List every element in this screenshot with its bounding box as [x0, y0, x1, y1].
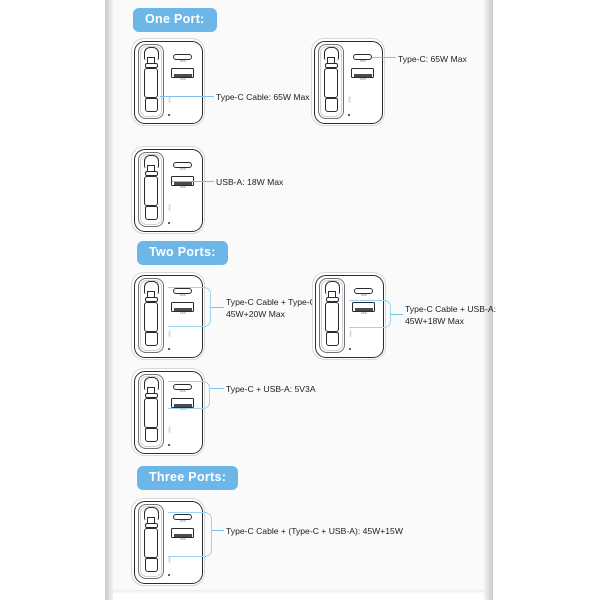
cable-shaft-icon: [144, 398, 158, 428]
side-print-label: 45W: [167, 330, 172, 337]
cable-tip-icon: [144, 206, 158, 220]
usb-a-port-label: 18W: [180, 186, 186, 189]
leader-line: [212, 530, 224, 531]
cable-shaft-icon: [324, 68, 338, 98]
side-print-label: 45W: [167, 204, 172, 211]
side-print-label: 45W: [167, 426, 172, 433]
panel-bottom-edge: [113, 590, 484, 594]
cable-tip-icon: [325, 332, 339, 346]
cable-loop-icon: [143, 47, 159, 60]
charger-illustration: 65W 18W 45W: [131, 368, 205, 456]
cable-loop-icon: [143, 281, 159, 294]
callout-bracket: [168, 287, 211, 327]
cable-loop-icon: [143, 155, 159, 168]
callout-one-port-cable: Type-C Cable: 65W Max: [216, 92, 310, 102]
charger-illustration: 65W 18W 45W: [131, 272, 205, 360]
led-indicator-icon: [168, 348, 170, 350]
type-c-port-label: 65W: [361, 294, 367, 297]
charger-illustration: 65W 18W 45W: [131, 146, 205, 234]
callout-one-port-usba: USB-A: 18W Max: [216, 177, 284, 187]
cable-shaft-icon: [144, 68, 158, 98]
section-title-one-port: One Port:: [133, 8, 217, 32]
charger-illustration: 65W 18W 45W: [312, 272, 386, 360]
cable-loop-icon: [143, 377, 159, 390]
panel-left-edge: [105, 0, 113, 600]
callout-two-ports-typec-usba: Type-C + USB-A: 5V3A: [226, 384, 316, 394]
cable-head-icon: [144, 63, 158, 68]
led-indicator-icon: [168, 222, 170, 224]
cable-shaft-icon: [144, 302, 158, 332]
callout-three-ports-all: Type-C Cable + (Type-C + USB-A): 45W+15W: [226, 526, 403, 536]
leader-line: [372, 57, 396, 58]
callout-two-ports-cable-typec: Type-C Cable + Type-C: 45W+20W Max: [226, 297, 319, 320]
side-print-label: 45W: [347, 96, 352, 103]
led-indicator-icon: [348, 114, 350, 116]
type-c-port-label: 65W: [180, 294, 186, 297]
cable-head-icon: [144, 297, 158, 302]
leader-line: [210, 388, 224, 389]
usb-a-port-label: 18W: [180, 538, 186, 541]
cable-head-icon: [144, 523, 158, 528]
usb-a-port-icon: [171, 528, 194, 538]
callout-bracket: [168, 381, 210, 409]
usb-a-port-icon: [171, 302, 194, 312]
usb-a-port-icon: [352, 302, 375, 312]
section-title-two-ports: Two Ports:: [137, 241, 228, 265]
type-c-port-label: 65W: [180, 168, 186, 171]
cable-shaft-icon: [144, 528, 158, 558]
led-indicator-icon: [168, 574, 170, 576]
usb-a-port-label: 18W: [180, 78, 186, 81]
cable-head-icon: [324, 63, 338, 68]
type-c-port-icon: [173, 54, 192, 60]
section-title-three-ports: Three Ports:: [137, 466, 239, 490]
panel-right-edge: [484, 0, 493, 600]
cable-head-icon: [144, 393, 158, 398]
callout-bracket: [349, 300, 391, 328]
usb-a-port-label: 18W: [180, 312, 186, 315]
cable-tip-icon: [324, 98, 338, 112]
type-c-port-label: 65W: [180, 60, 186, 63]
charger-illustration: 65W 18W 45W: [131, 38, 205, 126]
usb-a-port-label: 18W: [180, 408, 186, 411]
type-c-port-icon: [354, 288, 373, 294]
led-indicator-icon: [349, 348, 351, 350]
cable-shaft-icon: [144, 176, 158, 206]
cable-head-icon: [325, 297, 339, 302]
usb-a-port-label: 18W: [360, 78, 366, 81]
type-c-port-icon: [173, 162, 192, 168]
cable-loop-icon: [143, 507, 159, 520]
type-c-port-label: 65W: [180, 520, 186, 523]
type-c-port-icon: [353, 54, 372, 60]
led-indicator-icon: [168, 114, 170, 116]
type-c-port-label: 65W: [180, 390, 186, 393]
usb-a-port-label: 18W: [361, 312, 367, 315]
leader-line: [391, 314, 403, 315]
cable-tip-icon: [144, 332, 158, 346]
cable-loop-icon: [323, 47, 339, 60]
cable-tip-icon: [144, 428, 158, 442]
usb-a-port-icon: [351, 68, 374, 78]
leader-line: [172, 181, 214, 182]
callout-one-port-typec: Type-C: 65W Max: [398, 54, 467, 64]
side-print-label: 45W: [167, 556, 172, 563]
callout-two-ports-cable-usba: Type-C Cable + USB-A: 45W+18W Max: [405, 304, 496, 327]
cable-tip-icon: [144, 558, 158, 572]
cable-head-icon: [144, 171, 158, 176]
leader-line: [211, 307, 224, 308]
cable-shaft-icon: [325, 302, 339, 332]
leader-line: [160, 96, 214, 97]
charger-illustration: 65W 18W 45W: [131, 498, 205, 586]
led-indicator-icon: [168, 444, 170, 446]
callout-bracket: [168, 512, 212, 557]
side-print-label: 45W: [167, 96, 172, 103]
cable-loop-icon: [324, 281, 340, 294]
side-print-label: 45W: [348, 330, 353, 337]
usb-a-port-icon: [171, 68, 194, 78]
type-c-port-label: 65W: [360, 60, 366, 63]
cable-tip-icon: [144, 98, 158, 112]
charger-illustration: 65W 18W 45W: [311, 38, 385, 126]
